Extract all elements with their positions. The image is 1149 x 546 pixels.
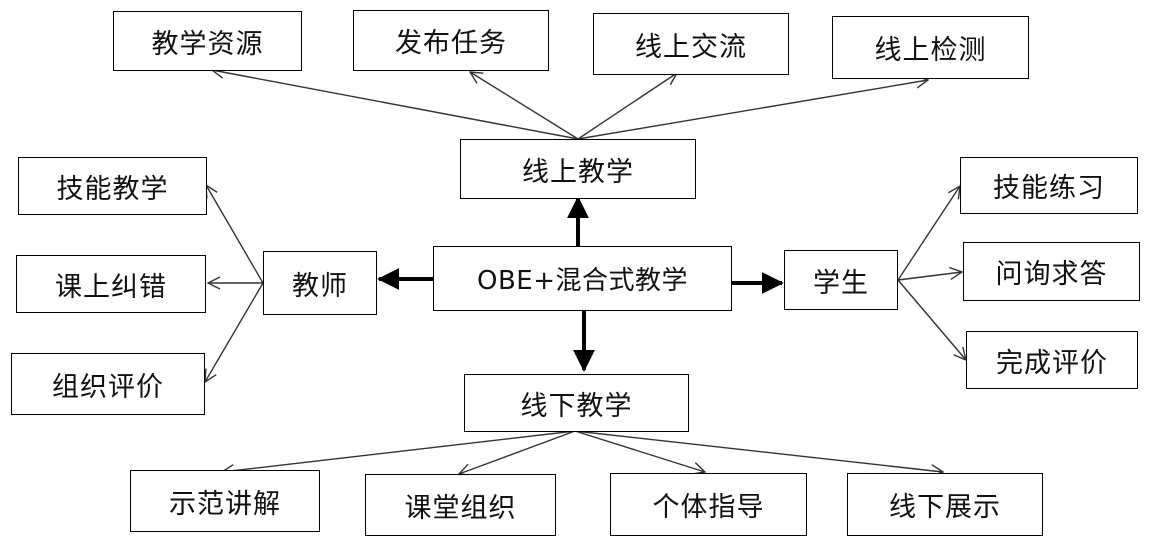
arrow-teacher-to-child-3 xyxy=(205,282,264,382)
arrow-online-to-child-4 xyxy=(577,80,928,140)
teacher-child-node-1: 技能教学 xyxy=(18,157,207,215)
student-child-node-2: 问询求答 xyxy=(963,242,1140,301)
arrow-student-to-child-1 xyxy=(897,186,960,281)
online-child-node-4: 线上检测 xyxy=(832,16,1029,79)
online-child-node-1: 教学资源 xyxy=(113,11,302,71)
offline-teaching-node: 线下教学 xyxy=(464,374,689,432)
student-child-node-3: 完成评价 xyxy=(966,331,1138,389)
arrow-offline-to-child-3 xyxy=(574,430,705,472)
offline-child-node-4: 线下展示 xyxy=(847,473,1043,536)
online-child-node-3: 线上交流 xyxy=(593,13,789,75)
arrow-teacher-to-child-1 xyxy=(206,185,264,284)
teacher-child-node-3: 组织评价 xyxy=(11,353,205,415)
student-node: 学生 xyxy=(784,250,898,310)
offline-child-node-2: 课堂组织 xyxy=(365,474,556,536)
arrow-offline-to-child-1 xyxy=(222,430,576,472)
arrow-online-to-child-2 xyxy=(470,72,579,140)
center-node: OBE+混合式教学 xyxy=(433,246,732,311)
online-teaching-node: 线上教学 xyxy=(460,139,696,199)
arrow-online-to-child-1 xyxy=(212,70,579,140)
teacher-node: 教师 xyxy=(263,251,377,315)
arrow-offline-to-child-4 xyxy=(574,430,943,472)
arrow-student-to-child-2 xyxy=(897,272,962,281)
teacher-child-node-2: 课上纠错 xyxy=(16,255,206,313)
online-child-node-2: 发布任务 xyxy=(353,10,549,71)
offline-child-node-3: 个体指导 xyxy=(610,473,807,536)
arrow-offline-to-child-2 xyxy=(459,430,576,474)
arrow-student-to-child-3 xyxy=(897,279,966,360)
offline-child-node-1: 示范讲解 xyxy=(130,470,320,532)
student-child-node-1: 技能练习 xyxy=(960,157,1138,214)
arrow-online-to-child-3 xyxy=(577,73,677,140)
